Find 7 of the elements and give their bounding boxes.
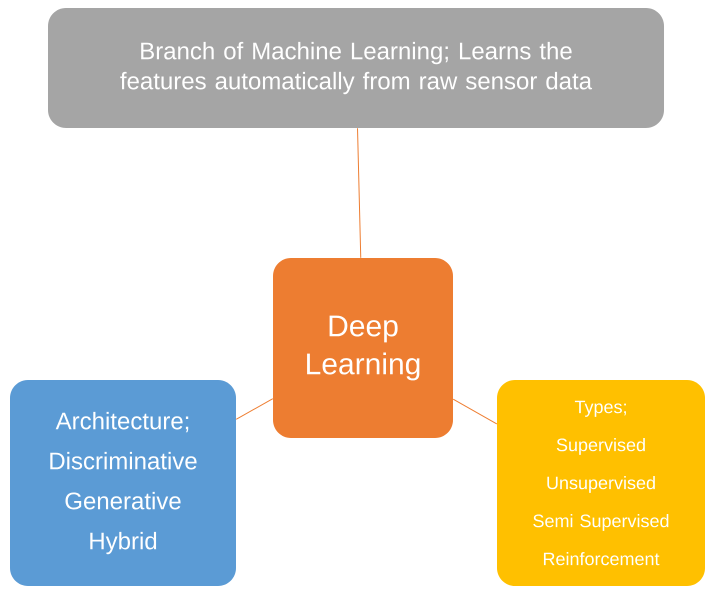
rounded-box: Types; Supervised Unsupervised Semi Supervised Reinforcement	[497, 380, 705, 586]
rounded-box: Architecture; Discriminative Generative Hybrid	[10, 380, 236, 586]
connector-line	[236, 398, 274, 420]
connector-line	[357, 128, 362, 258]
rounded-box: Deep Learning	[273, 258, 453, 438]
rounded-box: Branch of Machine Learning; Learns the features automatically from raw sensor data	[48, 8, 664, 128]
connector-line	[452, 398, 498, 424]
